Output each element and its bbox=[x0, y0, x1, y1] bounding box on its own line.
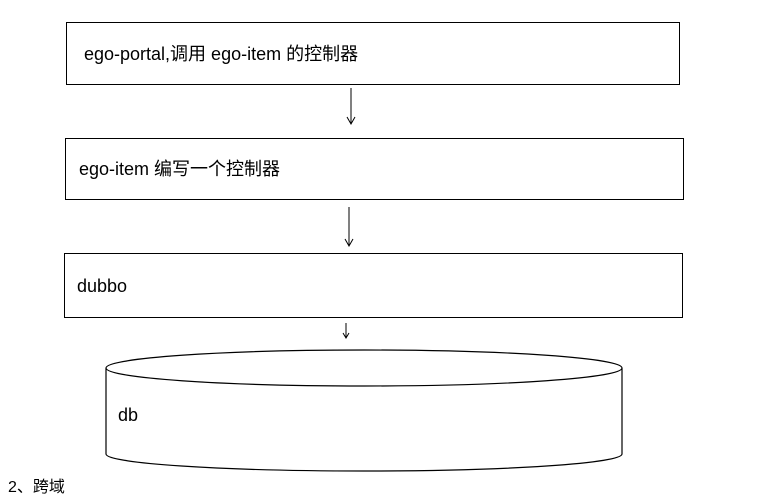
node-ego-item: ego-item 编写一个控制器 bbox=[65, 138, 684, 200]
db-cylinder-body bbox=[105, 368, 623, 472]
db-cylinder-top bbox=[105, 349, 623, 387]
arrowhead-portal-to-item bbox=[346, 116, 356, 126]
node-db-cylinder bbox=[105, 349, 623, 472]
node-ego-portal-label: ego-portal,调用 ego-item 的控制器 bbox=[84, 43, 359, 64]
node-ego-item-label: ego-item 编写一个控制器 bbox=[79, 159, 281, 179]
node-db-label: db bbox=[118, 405, 139, 425]
node-ego-portal: ego-portal,调用 ego-item 的控制器 bbox=[66, 22, 680, 85]
node-dubbo: dubbo bbox=[64, 253, 683, 318]
arrowhead-item-to-dubbo bbox=[344, 238, 354, 248]
node-dubbo-label: dubbo bbox=[77, 275, 128, 296]
arrowhead-dubbo-to-db bbox=[342, 332, 350, 339]
section-heading-cross-domain: 2、跨域 bbox=[8, 479, 65, 496]
